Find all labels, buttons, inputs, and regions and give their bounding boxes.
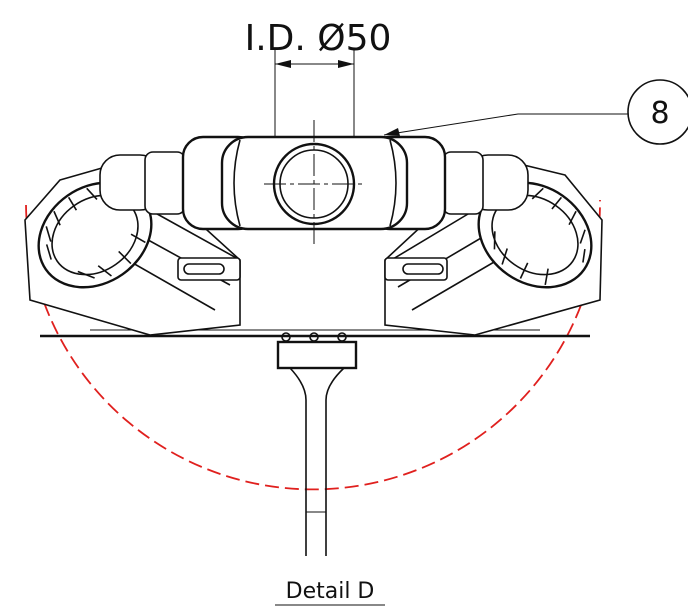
balloon-number: 8 <box>650 96 669 131</box>
diameter-dimension-label: I.D. Ø50 <box>245 18 392 59</box>
right-pipe-stub <box>442 151 484 215</box>
leader-line <box>383 113 628 136</box>
dimension-arrow-right <box>338 60 354 68</box>
stem-flange <box>276 340 358 370</box>
left-slot-block <box>177 257 241 281</box>
item-balloon: 8 <box>383 79 688 145</box>
stem-shaft <box>289 367 345 556</box>
detail-title: Detail D <box>286 579 375 604</box>
leader-arrow <box>384 128 400 136</box>
right-slot-block <box>384 257 448 281</box>
left-pipe-stub <box>144 151 186 215</box>
dimension-arrow-left <box>275 60 291 68</box>
central-stem <box>276 332 358 556</box>
detail-title-block: Detail D <box>275 579 385 606</box>
right-slot <box>402 263 444 275</box>
balloon-circle <box>627 79 688 145</box>
right-clamp-assembly <box>384 157 603 336</box>
diameter-dimension: I.D. Ø50 <box>245 18 392 190</box>
left-slot <box>183 263 225 275</box>
pipe-coupler <box>99 120 529 246</box>
tee-body-contours <box>233 139 397 227</box>
